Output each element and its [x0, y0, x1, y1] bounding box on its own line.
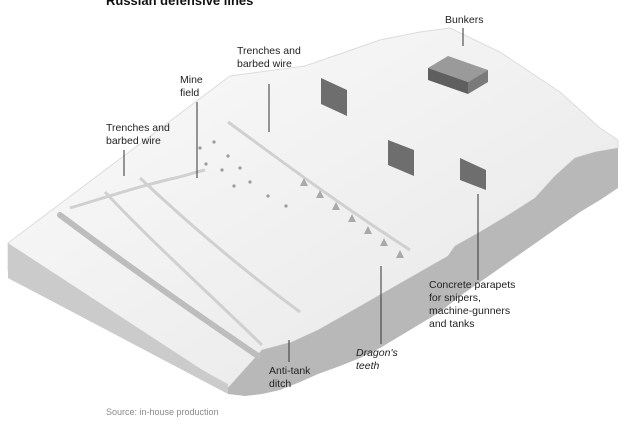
label-line: machine-gunners: [429, 305, 511, 317]
bunker-side: [468, 70, 488, 94]
bunker-front: [428, 68, 468, 94]
label-line: ditch: [269, 378, 292, 390]
label-line: barbed wire: [237, 58, 292, 70]
dragons-tooth: [300, 178, 308, 186]
label-mine-field: Mine field: [180, 74, 203, 100]
label-line: Concrete parapets: [429, 279, 516, 291]
bunker: [428, 56, 488, 94]
leader-lines: [123, 28, 479, 362]
label-bunkers: Bunkers: [445, 14, 484, 27]
trench-lines: [69, 120, 411, 347]
dragons-tooth: [364, 226, 372, 234]
trench-line-left-lower: [103, 190, 264, 347]
source-note: Source: in-house production: [106, 407, 219, 417]
label-line: for snipers,: [429, 292, 481, 304]
label-dragons-teeth: Dragon's teeth: [356, 347, 398, 373]
dragons-tooth: [396, 250, 404, 258]
terrain-block: [7, 27, 619, 396]
mine: [198, 146, 202, 150]
concrete-parapets: [321, 78, 486, 190]
label-anti-tank-ditch: Anti-tank ditch: [269, 365, 310, 391]
dragons-tooth: [316, 190, 324, 198]
mine: [212, 140, 216, 144]
label-line: Mine: [180, 74, 203, 86]
parapet: [321, 78, 347, 116]
mine: [220, 168, 224, 172]
mine: [284, 204, 288, 208]
mine: [232, 184, 236, 188]
trench-line-left: [69, 168, 206, 210]
terrain-left-side: [8, 243, 230, 394]
mine-field: [198, 140, 288, 208]
label-line: Dragon's: [356, 347, 398, 359]
anti-tank-ditch: [57, 212, 261, 359]
dragons-teeth: [300, 178, 404, 258]
label-line: Trenches and: [106, 122, 170, 134]
label-line: and tanks: [429, 318, 475, 330]
dragons-tooth: [332, 202, 340, 210]
terrain-right-side: [228, 148, 618, 396]
label-line: Bunkers: [445, 14, 484, 26]
dragons-tooth: [380, 238, 388, 246]
label-parapets: Concrete parapets for snipers, machine-g…: [429, 279, 515, 331]
parapet: [460, 158, 486, 190]
mine: [226, 154, 230, 158]
dragons-tooth: [348, 214, 356, 222]
mine: [204, 162, 208, 166]
label-trenches-right: Trenches and barbed wire: [237, 45, 301, 71]
label-line: Trenches and: [237, 45, 301, 57]
bunker-top: [428, 56, 488, 82]
label-line: teeth: [356, 360, 380, 372]
mine: [238, 166, 242, 170]
mine: [266, 194, 270, 198]
label-trenches-left: Trenches and barbed wire: [106, 122, 170, 148]
trench-line-middle: [138, 176, 301, 314]
label-line: barbed wire: [106, 135, 161, 147]
trench-line-right: [227, 120, 411, 252]
mine: [248, 180, 252, 184]
page-title: Russian defensive lines: [106, 0, 254, 8]
parapet: [388, 140, 414, 176]
label-line: Anti-tank: [269, 365, 311, 377]
label-line: field: [180, 87, 200, 99]
